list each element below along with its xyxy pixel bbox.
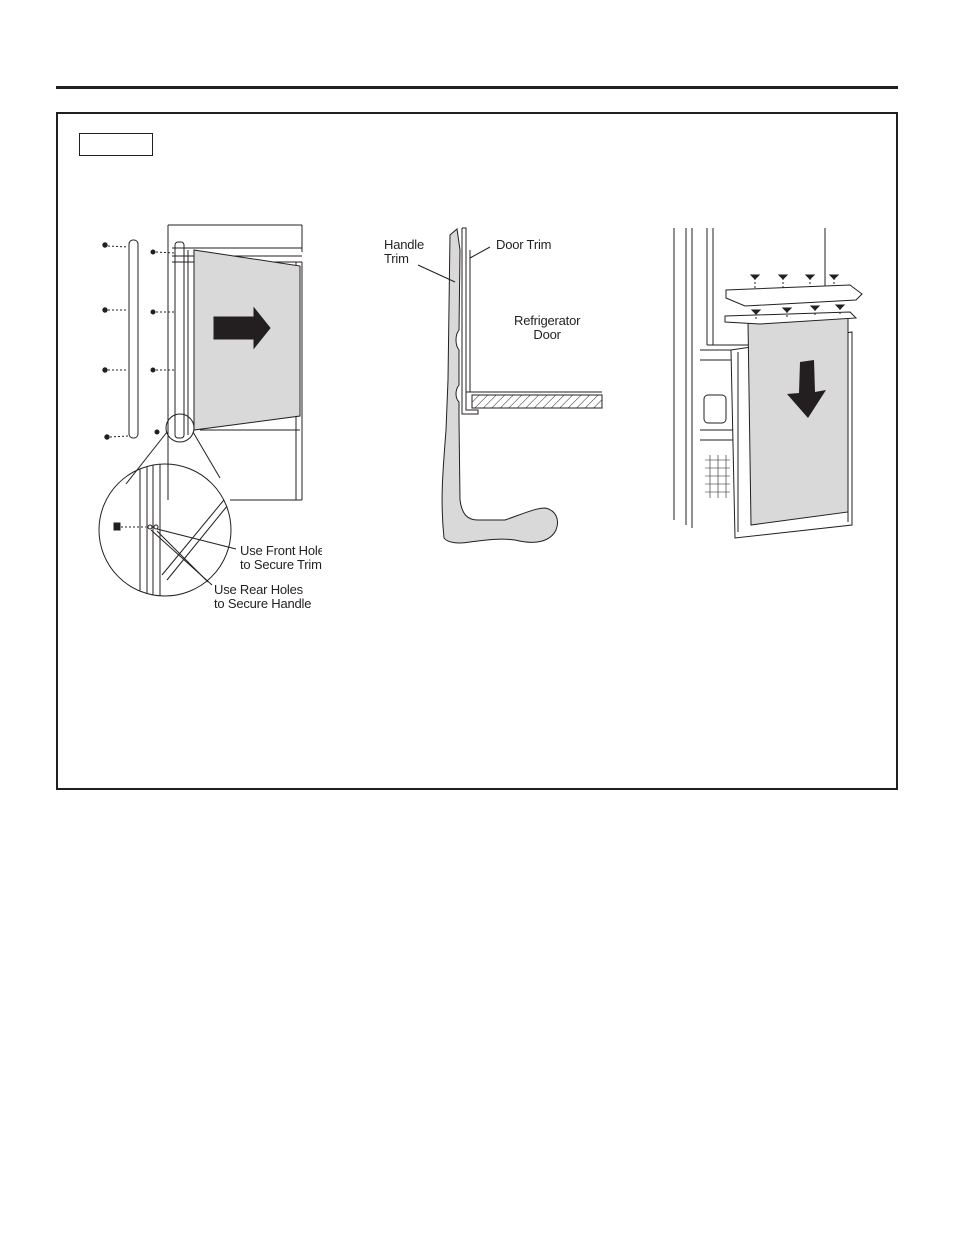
screw-icon: [102, 242, 175, 440]
step-label-box: [79, 133, 153, 156]
trim-strip: [174, 241, 185, 439]
handle-bar: [128, 239, 139, 439]
right-arrow-icon: [213, 306, 271, 350]
top-rule: [56, 86, 898, 89]
down-arrow-icon: [787, 360, 826, 418]
label-door-trim: Door Trim: [496, 237, 552, 252]
screw-icon: [749, 274, 846, 320]
figure-2-cross-section: [417, 227, 603, 544]
door-panel: [193, 249, 301, 431]
callout-rear-holes: Use Rear Holes to Secure Handle: [214, 583, 312, 611]
label-handle-trim: Handle Trim: [384, 237, 424, 266]
instruction-frame: [56, 112, 898, 790]
detail-magnifier: [98, 463, 232, 597]
handle-trim-shape: [441, 228, 559, 544]
drawer-panel: [747, 314, 849, 526]
figure-1-handle-install: [98, 224, 303, 597]
callout-front-holes: Use Front Hole to Secure Trim: [240, 544, 322, 572]
figure-3-drawer-install: [673, 228, 863, 539]
label-refrigerator-door: Refrigerator Door: [514, 313, 581, 342]
